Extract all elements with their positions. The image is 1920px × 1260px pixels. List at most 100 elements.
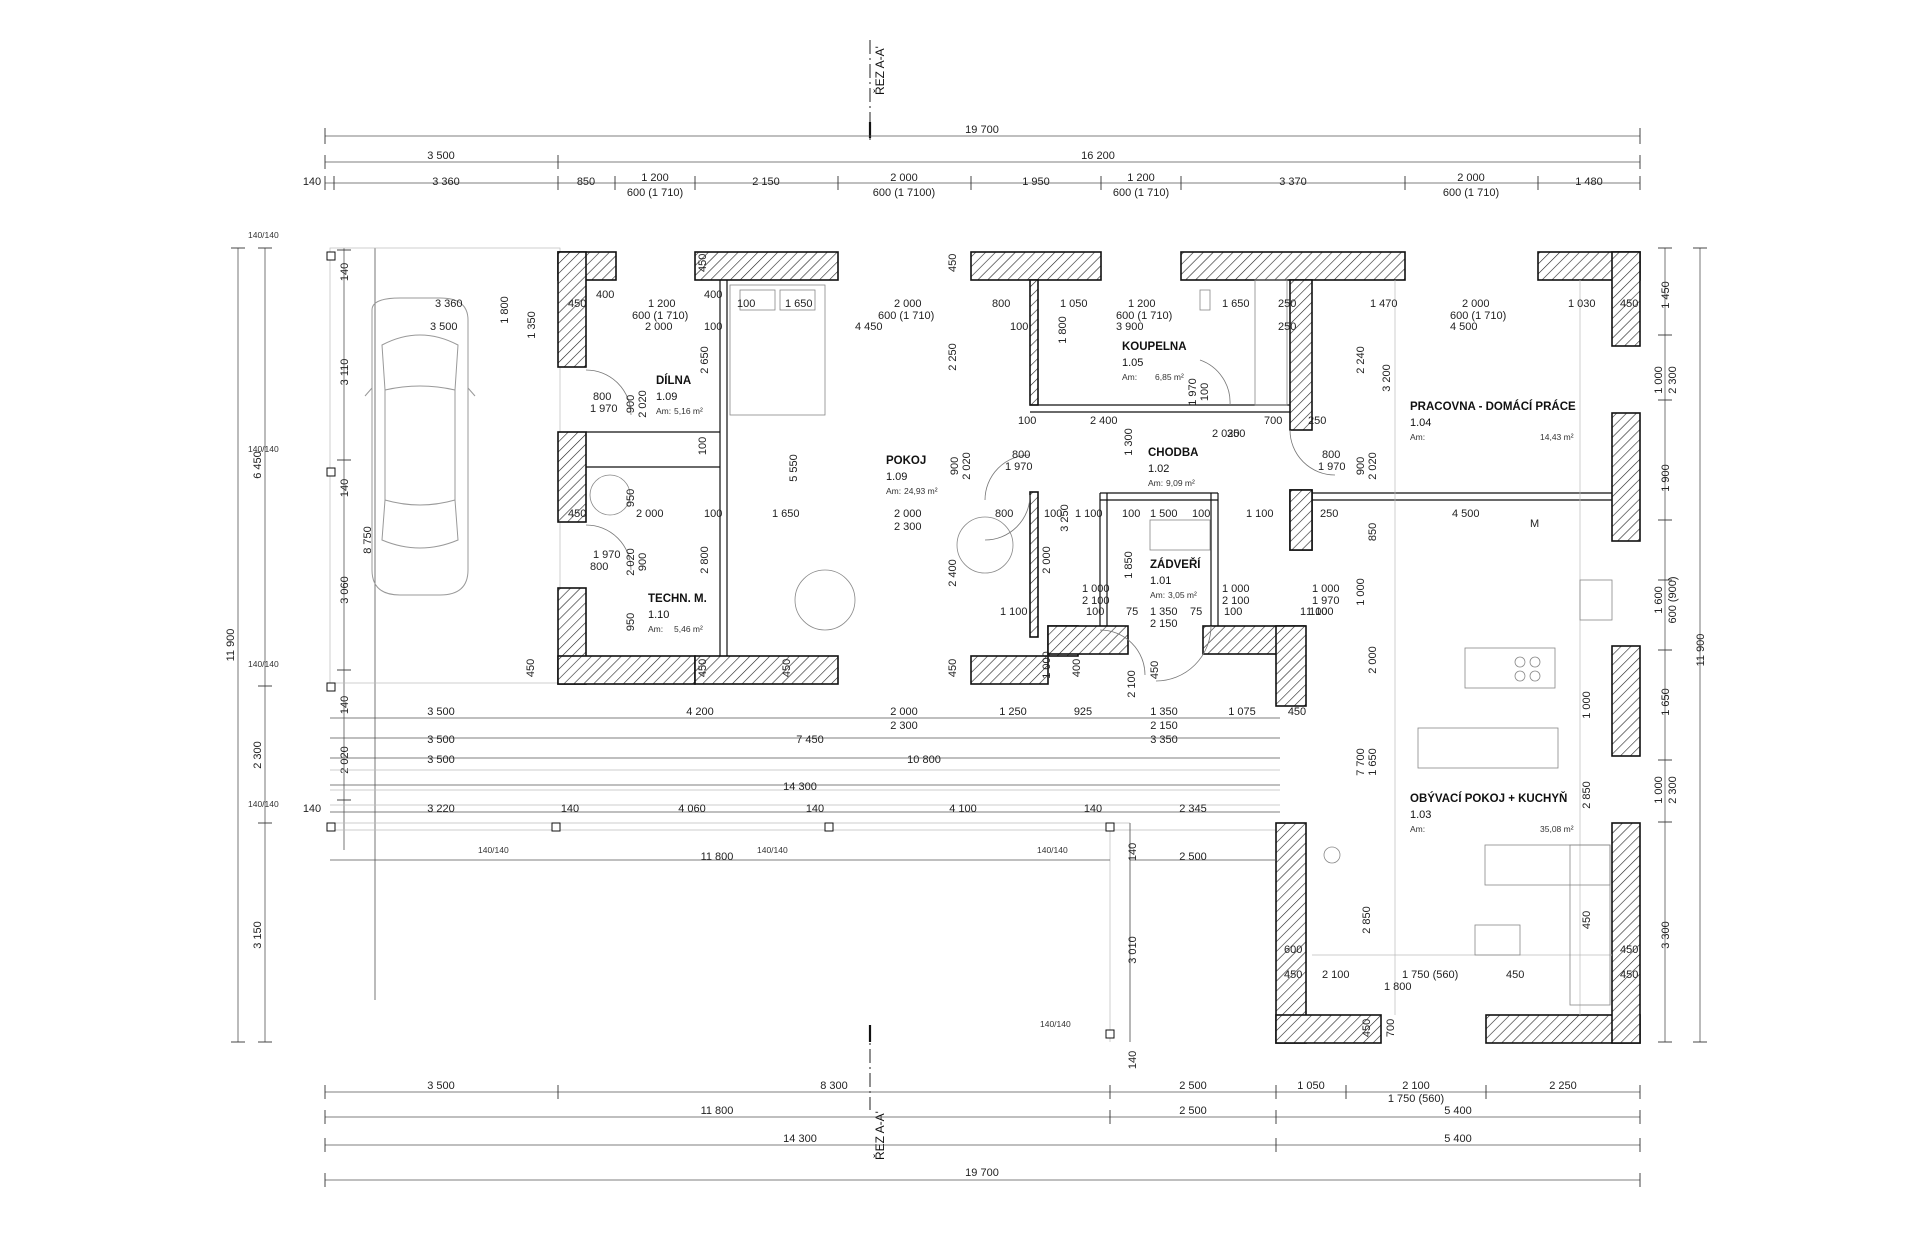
interior-dim: 450 <box>697 254 709 272</box>
room-area: 24,93 m² <box>904 486 938 496</box>
interior-dim: 100 <box>1224 606 1242 618</box>
doors <box>585 359 1336 682</box>
interior-dim: 1 100 <box>1300 606 1328 618</box>
interior-dim: 1 000 <box>1581 691 1593 719</box>
interior-dim: 100 <box>1199 383 1211 401</box>
dim-top-r3-7: 1 200 <box>1127 172 1155 184</box>
dim-top-r3-6: 1 950 <box>1022 176 1050 188</box>
dim-left-1: 6 450 <box>252 451 264 479</box>
interior-dim: 450 <box>1620 944 1638 956</box>
interior-dim: 1 000 <box>1082 583 1110 595</box>
porch-dim: 1 250 <box>999 706 1027 718</box>
porch-dim: 7 450 <box>796 734 824 746</box>
interior-dim: 800 <box>1012 449 1030 461</box>
interior-dim: 450 <box>1506 969 1524 981</box>
column-label: 140/140 <box>1037 845 1068 855</box>
dim-left-9: 140 <box>339 263 351 281</box>
room-zadveri: ZÁDVEŘÍ 1.01 Am: 3,05 m² <box>1150 558 1201 600</box>
interior-dim: 800 <box>1322 449 1340 461</box>
interior-dim: 75 <box>1190 606 1202 618</box>
interior-dim: 400 <box>1071 659 1083 677</box>
interior-dim: 450 <box>1620 298 1638 310</box>
dim-bot-r2-2: 5 400 <box>1444 1105 1472 1117</box>
interior-dim: 1 050 <box>1060 298 1088 310</box>
room-area: 9,09 m² <box>1166 478 1195 488</box>
interior-dim: 3 500 <box>430 321 458 333</box>
boiler-icon <box>589 474 631 516</box>
interior-dim: 4 450 <box>855 321 883 333</box>
interior-dim: 1 000 <box>1041 651 1053 679</box>
interior-dim: 100 <box>737 298 755 310</box>
walls <box>557 251 1641 1044</box>
room-area: 3,05 m² <box>1168 590 1197 600</box>
interior-dim: 2 020 <box>961 452 973 480</box>
dim-bot-r1-0: 3 500 <box>427 1080 455 1092</box>
interior-dim: 2 000 <box>894 298 922 310</box>
column-label: 140/140 <box>478 845 509 855</box>
room-area-label: Am: <box>1148 478 1163 488</box>
dim-right-8: 1 000 <box>1653 776 1665 804</box>
interior-dim: 800 <box>593 391 611 403</box>
room-area-label: Am: <box>1150 590 1165 600</box>
column-label: 140/140 <box>248 444 279 454</box>
room-area-label: Am: <box>656 406 671 416</box>
posts <box>326 251 1115 1039</box>
room-number: 1.09 <box>886 471 907 483</box>
porch-dim: 10 800 <box>907 754 941 766</box>
interior-dim: 100 <box>697 437 709 455</box>
interior-dim: 2 800 <box>699 546 711 574</box>
dim-bot-r2-1: 2 500 <box>1179 1105 1207 1117</box>
room-area-label: Am: <box>886 486 901 496</box>
interior-dim: 1 030 <box>1568 298 1596 310</box>
interior-dim: 1 350 <box>526 311 538 339</box>
interior-dim: 2 000 <box>636 508 664 520</box>
fixtures <box>589 279 1613 1006</box>
dim-top-r3-9: 2 000 <box>1457 172 1485 184</box>
interior-dim: 2 300 <box>894 521 922 533</box>
interior-dim: 800 <box>590 561 608 573</box>
dim-bot-r1-5: 2 250 <box>1549 1080 1577 1092</box>
dim-top-r3-8: 3 370 <box>1279 176 1307 188</box>
interior-dim: 1 200 <box>648 298 676 310</box>
interior-dim: 2 400 <box>947 559 959 587</box>
porch-dim: 4 100 <box>949 803 977 815</box>
interior-dim: 450 <box>947 254 959 272</box>
interior-dim: 2 020 <box>1367 452 1379 480</box>
interior-dim: 1 100 <box>1306 606 1334 618</box>
interior-dim: 4 500 <box>1452 508 1480 520</box>
interior-dim: 450 <box>1284 969 1302 981</box>
room-area: 6,85 m² <box>1155 372 1184 382</box>
interior-dim: 1 100 <box>1000 606 1028 618</box>
interior-dim: 2 100 <box>1222 595 1250 607</box>
room-labels: DÍLNA 1.09 Am: 5,16 m² TECHN. M. 1.10 Am… <box>648 341 1576 834</box>
interior-dim: 5 550 <box>788 454 800 482</box>
interior-dim: 950 <box>625 613 637 631</box>
interior-dim: 100 <box>704 508 722 520</box>
dim-left-6: 140 <box>339 479 351 497</box>
interior-dim: 700 <box>1264 415 1282 427</box>
interior-dim: 1 970 <box>1187 378 1199 406</box>
porch-dim: 3 010 <box>1127 936 1139 964</box>
room-area: 5,16 m² <box>674 406 703 416</box>
right-dimensions: 1 450 1 000 2 300 1 900 1 600 600 (900) … <box>1653 247 1707 1043</box>
fridge-icon <box>1579 579 1613 621</box>
interior-dim: 250 <box>1278 298 1296 310</box>
room-name: TECHN. M. <box>648 593 707 605</box>
dim-right-0: 1 450 <box>1660 281 1672 309</box>
dim-bot-r1-4: 2 100 <box>1402 1080 1430 1092</box>
interior-dim: 450 <box>947 659 959 677</box>
interior-dim: 450 <box>1620 969 1638 981</box>
dim-right-1: 1 000 <box>1653 366 1665 394</box>
interior-dim: 2 850 <box>1581 781 1593 809</box>
room-pracovna: PRACOVNA - DOMÁCÍ PRÁCE 1.04 Am: 14,43 m… <box>1410 400 1576 442</box>
dim-top-r3-10: 1 480 <box>1575 176 1603 188</box>
interior-dim: 1 100 <box>1246 508 1274 520</box>
porch-dim: 140 <box>1127 1051 1139 1069</box>
interior-dim: 2 250 <box>947 343 959 371</box>
interior-dim: 1 650 <box>785 298 813 310</box>
interior-dim: 100 <box>1122 508 1140 520</box>
porch-dim: 140 <box>561 803 579 815</box>
dining-table-icon <box>1417 727 1559 769</box>
dim-top-total: 19 700 <box>965 124 999 136</box>
dim-bot-r1s-0: 1 750 (560) <box>1388 1093 1444 1105</box>
